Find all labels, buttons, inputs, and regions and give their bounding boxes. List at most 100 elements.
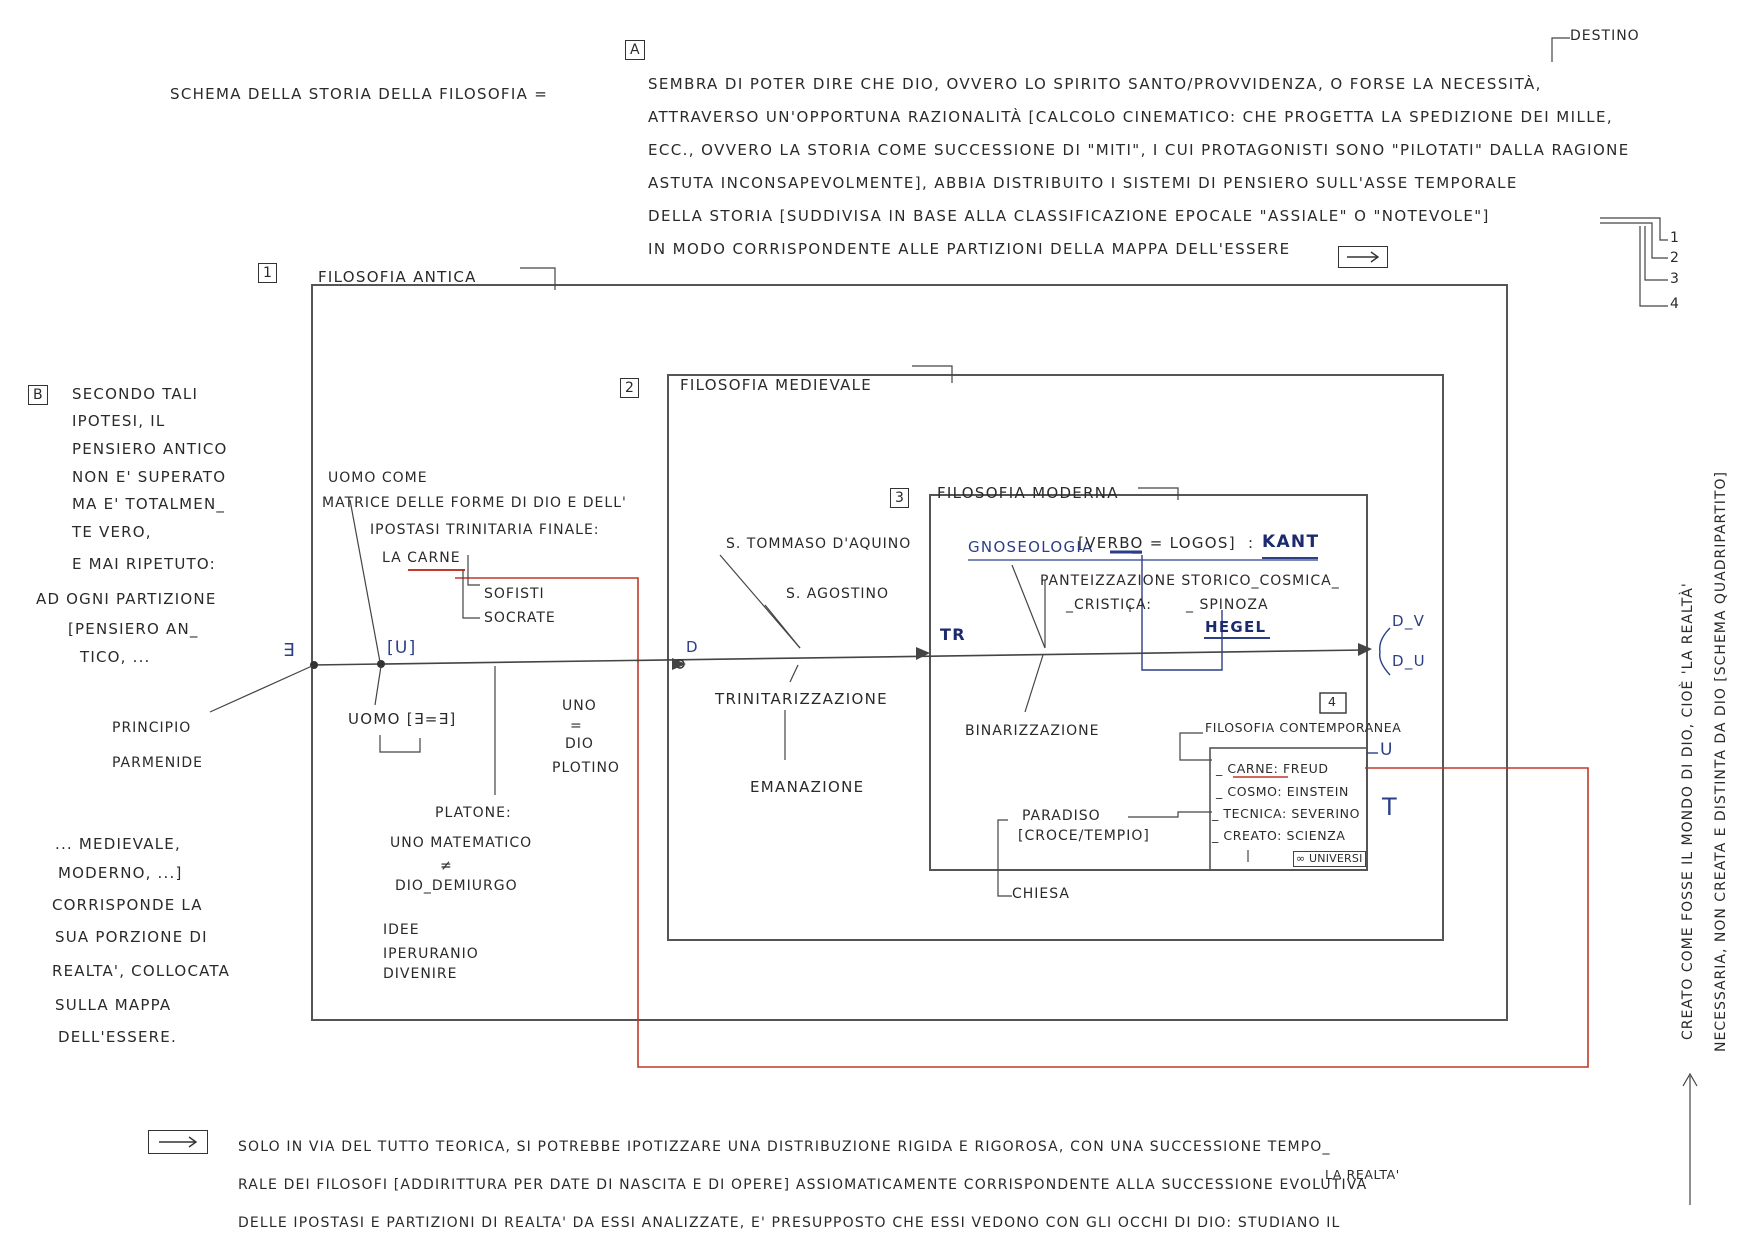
bracket-3 (1644, 226, 1668, 281)
b-line: SULLA MAPPA (55, 996, 172, 1014)
dio-label: DIO (565, 736, 594, 752)
uomo-matrice-1: UOMO COME (328, 470, 428, 486)
cristica-label: _CRISTICA: (1066, 597, 1153, 613)
uno-eq-label: = (570, 718, 583, 734)
b-line: SECONDO TALI (72, 385, 199, 403)
kant-colon: : (1248, 534, 1255, 552)
b-line: NON E' SUPERATO (72, 468, 227, 486)
universi-label: ∞ UNIVERSI (1293, 851, 1366, 867)
b-line: ... MEDIEVALE, (55, 835, 181, 853)
contemp-item: _ COSMO: EINSTEIN (1216, 784, 1349, 799)
principio-label: PRINCIPIO (112, 720, 192, 736)
branch-principio (209, 665, 313, 713)
red-loop (455, 577, 1589, 1068)
kant-label: KANT (1262, 532, 1320, 552)
b-line: AD OGNI PARTIZIONE (36, 590, 217, 608)
branch-binarizzazione (1024, 654, 1044, 713)
agostino-label: S. AGOSTINO (786, 586, 890, 602)
tag-box-4 (1319, 692, 1347, 714)
u-right-label: U (1380, 740, 1394, 760)
panteizzazione-label: PANTEIZZAZIONE STORICO_COSMICA_ (1040, 573, 1340, 589)
t-right-label: T (1382, 793, 1398, 821)
tag-3: 3 (890, 488, 909, 508)
chiesa-label: CHIESA (1012, 886, 1071, 902)
destino-bracket (1551, 37, 1570, 60)
moderna-title-bracket (1138, 487, 1179, 500)
a-line: IN MODO CORRISPONDENTE ALLE PARTIZIONI D… (648, 240, 1291, 258)
medievale-title-bracket (912, 365, 953, 383)
d-u-label: D_U (1392, 652, 1426, 670)
axis-node-exists (310, 661, 318, 669)
b-line: E MAI RIPETUTO: (72, 555, 216, 573)
bracket-num-1: 1 (1670, 230, 1680, 246)
paradiso-label: PARADISO (1022, 808, 1101, 824)
b-line: CORRISPONDE LA (52, 896, 203, 914)
bracket-num-3: 3 (1670, 271, 1680, 287)
box-moderna (929, 494, 1368, 871)
tr-label: TR (940, 625, 966, 644)
axis-arrow-d (672, 658, 686, 670)
croce-tempio-label: [CROCE/TEMPIO] (1018, 828, 1150, 844)
b-line: MA E' TOTALMEN_ (72, 495, 226, 513)
a-paragraph: SEMBRA DI POTER DIRE CHE DIO, OVVERO LO … (648, 68, 1630, 266)
a-line: DELLA STORIA [SUDDIVISA IN BASE ALLA CLA… (648, 207, 1490, 225)
hegel-label: HEGEL (1205, 618, 1267, 636)
tag-a: A (625, 40, 645, 60)
trinitarizzazione-label: TRINITARIZZAZIONE (715, 690, 888, 708)
b-line: TICO, ... (80, 648, 151, 666)
socrate-label: SOCRATE (484, 610, 556, 626)
parmenide-label: PARMENIDE (112, 755, 204, 771)
axis-arrowhead (1358, 643, 1372, 656)
contemp-bracket (1179, 732, 1212, 761)
right-vertical-1: CREATO COME FOSSE IL MONDO DI DIO, CIOÈ … (1680, 582, 1696, 1040)
contemp-item: _ CARNE: FREUD (1216, 761, 1329, 776)
branch-trinitarizzazione (789, 664, 799, 683)
a-line: ATTRAVERSO UN'OPPORTUNA RAZIONALITÀ [CAL… (648, 108, 1614, 126)
divenire-label: DIVENIRE (383, 966, 458, 982)
bracket-1 (1645, 217, 1668, 241)
footer-line: RALE DEI FILOSOFI [ADDIRITTURA PER DATE … (238, 1177, 1368, 1193)
footer-line: SOLO IN VIA DEL TUTTO TEORICA, SI POTREB… (238, 1139, 1331, 1155)
branch-la-carne (467, 555, 480, 586)
contemp-box (1209, 747, 1368, 871)
blue-tree (1141, 555, 1223, 671)
uomo-eq-label: UOMO [∃=∃] (348, 710, 457, 728)
arrow-icon (148, 1130, 208, 1154)
d-v-label: D_V (1392, 612, 1426, 630)
binarizzazione-label: BINARIZZAZIONE (965, 723, 1100, 739)
tag-4-label: 4 (1328, 694, 1337, 709)
bracket-4 (1639, 226, 1668, 307)
exists-symbol: ∃ (283, 640, 296, 661)
box-antica (311, 284, 1508, 1021)
branch-uomo (374, 665, 382, 706)
tommaso-label: S. TOMMASO D'AQUINO (726, 536, 912, 552)
time-axis (311, 649, 1366, 666)
b-line: [PENSIERO AN_ (68, 620, 199, 638)
uomo-matrice-3: IPOSTASI TRINITARIA FINALE: (370, 522, 600, 538)
tag-2: 2 (620, 378, 639, 398)
a-line: ASTUTA INCONSAPEVOLMENTE], ABBIA DISTRIB… (648, 174, 1518, 192)
iperuranio-label: IPERURANIO (383, 946, 479, 962)
not-equal-symbol: ≠ (440, 858, 453, 874)
gnoseologia-label: GNOSEOLOGIA (968, 538, 1094, 556)
a-line: ECC., OVVERO LA STORIA COME SUCCESSIONE … (648, 141, 1630, 159)
box-medievale (667, 374, 1444, 941)
branch-agostino (764, 604, 801, 649)
b-line: REALTA', COLLOCATA (52, 962, 231, 980)
b-line: SUA PORZIONE DI (55, 928, 208, 946)
contemp-item: _ TECNICA: SEVERINO (1212, 806, 1361, 821)
axis-arrow-tr (916, 647, 930, 660)
la-carne-label: LA CARNE (382, 550, 461, 566)
title-filosofia-contemporanea: FILOSOFIA CONTEMPORANEA (1205, 720, 1402, 735)
dv-du-brace (1379, 627, 1391, 676)
title-filosofia-antica: FILOSOFIA ANTICA (318, 268, 477, 286)
schema-title: SCHEMA DELLA STORIA DELLA FILOSOFIA = (170, 85, 549, 103)
right-vertical-2: NECESSARIA, NON CREATA E DISTINTA DA DIO… (1713, 471, 1729, 1052)
sofisti-label: SOFISTI (484, 586, 545, 602)
bracket-num-2: 2 (1670, 250, 1680, 266)
verbo-logos-label: [VERBO = LOGOS] (1078, 534, 1236, 552)
d-label: D (686, 638, 699, 656)
dio-demiurgo-label: DIO_DEMIURGO (395, 878, 518, 894)
uno-matematico-label: UNO MATEMATICO (390, 835, 533, 851)
axis-node-u (377, 660, 385, 668)
